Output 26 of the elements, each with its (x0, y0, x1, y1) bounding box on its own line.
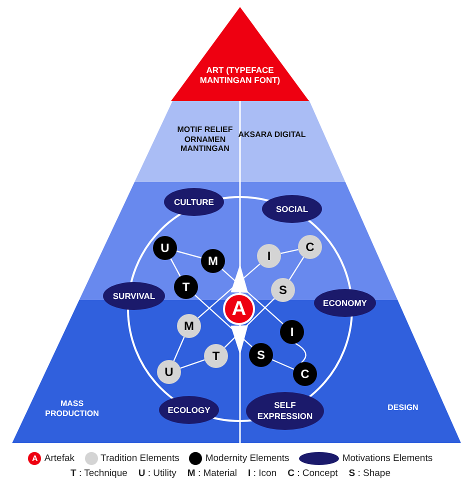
legend-text: Tradition Elements (100, 453, 180, 464)
arrow (230, 264, 248, 293)
connector-line (272, 359, 294, 370)
connector-line (176, 250, 202, 258)
band-label: MOTIF RELIEF ORNAMEN MANTINGAN (176, 125, 234, 154)
band-label: MASS PRODUCTION (44, 399, 100, 418)
connector-line (288, 256, 304, 280)
legend-text: Artefak (44, 453, 74, 464)
abbreviation-key: C : Concept (288, 468, 338, 479)
connector-line (295, 342, 306, 363)
connector-line (280, 248, 298, 254)
abbreviation-key: U : Utility (138, 468, 176, 479)
legend-text: Motivations Elements (342, 453, 433, 464)
connector-line (173, 336, 185, 362)
abbreviation-key: S : Shape (348, 468, 390, 479)
abbreviation-key: I : Icon (248, 468, 277, 479)
abbreviation-key: T : Technique (70, 468, 128, 479)
swatch-letter: A (32, 454, 38, 463)
arrow (230, 325, 248, 355)
connector-line (180, 359, 205, 369)
abbreviation-key: M : Material (187, 468, 238, 479)
connector-line (170, 258, 181, 277)
band-label: AKSARA DIGITAL (237, 130, 307, 140)
apex-triangle: ART (TYPEFACE MANTINGAN FONT) (171, 7, 309, 101)
band-label: DESIGN (386, 403, 420, 413)
legend-text: Modernity Elements (205, 453, 290, 464)
